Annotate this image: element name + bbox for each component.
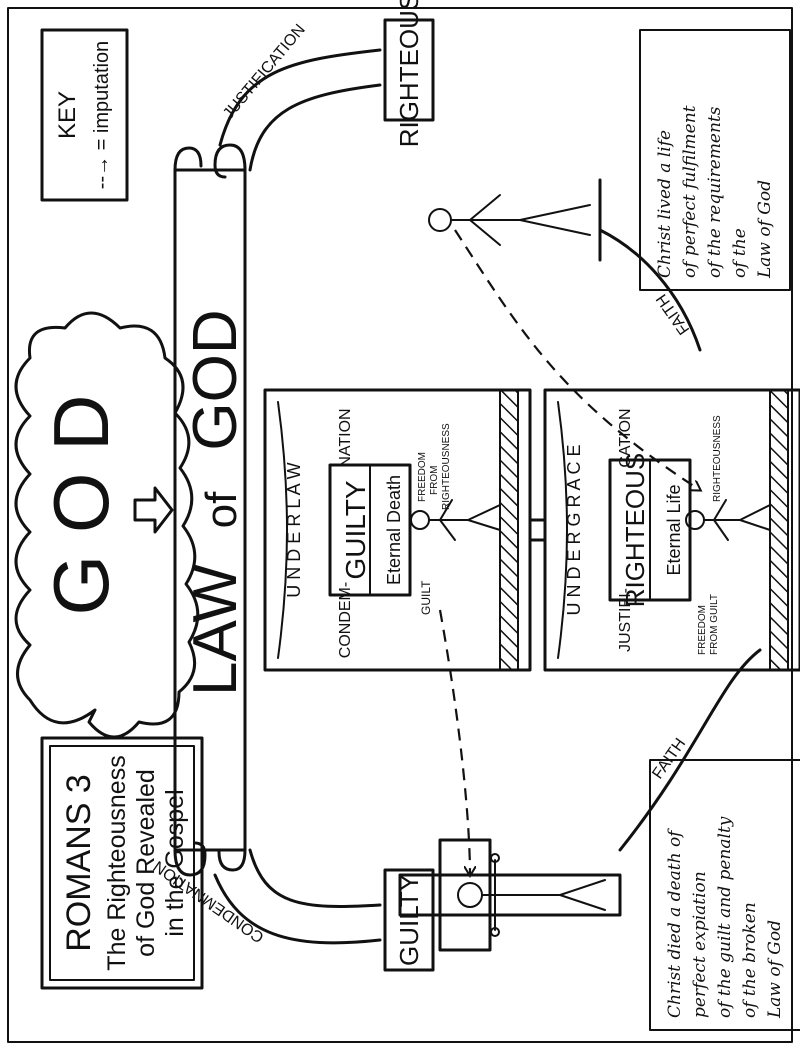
under-law-guilt: GUILT (419, 580, 433, 615)
note-death-line-4: of the broken (740, 902, 760, 1018)
note-life-line-5: Law of God (755, 180, 775, 279)
note-life-line-1: Christ lived a life (655, 130, 675, 278)
note-death: Christ died a death of perfect expiation… (649, 759, 800, 1031)
under-law-freedom-2: FROM (429, 466, 440, 495)
note-life: Christ lived a life of perfect fulfilmen… (639, 29, 791, 291)
under-grace-result: Eternal Life (664, 484, 684, 575)
under-law-freedom-3: RIGHTEOUSNESS (441, 423, 452, 510)
note-death-line-1: Christ died a death of (665, 828, 685, 1018)
under-law-result: Eternal Death (384, 475, 404, 585)
god-to-law-arrow (133, 486, 174, 534)
faith-path-bottom (618, 648, 762, 852)
under-grace-state: RIGHTEOUS (620, 453, 650, 608)
condemnation-route-inner (248, 848, 382, 908)
panel-connector (528, 518, 547, 542)
righteous-outcome: RIGHTEOUS (383, 0, 435, 147)
note-death-line-2: perfect expiation (690, 871, 710, 1018)
cross-figure (398, 838, 622, 952)
condemnation-route (213, 873, 382, 945)
note-death-line-3: of the guilt and penalty (715, 816, 735, 1018)
righteous-outcome-text: RIGHTEOUS (394, 0, 424, 147)
under-grace-sub-left: JUSTIFI- (617, 588, 634, 652)
under-grace-righteousness: RIGHTEOUSNESS (712, 415, 723, 502)
under-law-sub-right: NATION (337, 408, 354, 467)
guilty-outcome: GUILTY (383, 868, 435, 972)
god-text-2: GOD (181, 309, 250, 450)
righteous-figure (428, 178, 602, 262)
under-law-header: U N D E R L A W (284, 462, 304, 597)
under-law-freedom-1: FREEDOM (417, 452, 428, 502)
god-text: G O D (37, 394, 125, 615)
note-life-line-4: of the (730, 228, 750, 278)
note-life-line-2: of perfect fulfilment (680, 105, 700, 278)
justification-route (218, 48, 382, 147)
under-law-sub-left: CONDEM- (337, 582, 354, 658)
under-law-panel: U N D E R L A W CONDEM- NATION GUILTY Et… (263, 388, 532, 672)
note-life-line-3: of the requirements (705, 106, 725, 278)
key-box: KEY --→ = imputation (40, 28, 129, 202)
justification-route-inner (248, 83, 382, 172)
faith-path-top (598, 228, 702, 352)
under-grace-freedom-2: FROM GUILT (709, 594, 720, 655)
key-legend: --→ = imputation (91, 41, 113, 189)
under-grace-header: U N D E R G R A C E (564, 444, 584, 615)
under-grace-freedom-1: FREEDOM (697, 605, 708, 655)
law-of-god-scroll: LAW of GOD (173, 143, 250, 877)
note-death-line-5: Law of God (765, 920, 785, 1019)
under-law-state: GUILTY (340, 480, 371, 579)
page-border (7, 7, 793, 1043)
justification-label: JUSTIFICATION (220, 21, 309, 122)
title-box: ROMANS 3 The Righteousness of God Reveal… (40, 736, 204, 990)
title-line-1: ROMANS 3 (60, 774, 98, 952)
law-text: LAW (181, 563, 250, 696)
under-grace-panel: U N D E R G R A C E JUSTIFI- CATION RIGH… (543, 388, 800, 672)
title-line-3: of God Revealed (132, 769, 160, 957)
title-line-2: The Righteousness (103, 755, 131, 970)
of-text: of (197, 491, 246, 528)
key-title: KEY (54, 91, 81, 139)
god-cloud: G O D (14, 311, 200, 739)
imputation-righteousness-arrow (454, 229, 700, 490)
imputation-guilt-arrow (438, 609, 470, 875)
